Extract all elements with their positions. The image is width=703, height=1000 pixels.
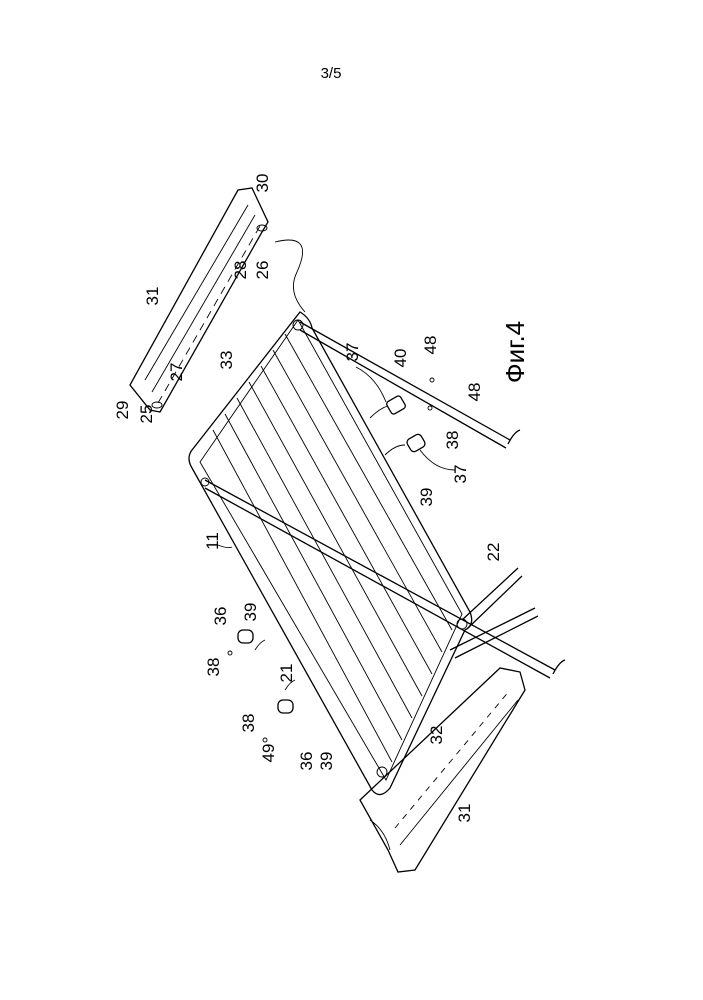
label-27: 27 — [167, 363, 186, 382]
label-26: 26 — [253, 261, 272, 280]
label-36-a: 36 — [211, 607, 230, 626]
label-28: 28 — [231, 261, 250, 280]
label-36-b: 36 — [297, 752, 316, 771]
rack-rods — [213, 334, 452, 762]
leader-lines — [218, 240, 455, 850]
label-39-a: 39 — [417, 488, 436, 507]
label-40: 40 — [391, 349, 410, 368]
clips — [228, 378, 434, 742]
label-37-b: 37 — [451, 465, 470, 484]
figure-caption: Фиг.4 — [500, 321, 530, 383]
label-30: 30 — [253, 174, 272, 193]
label-31-upper: 31 — [143, 287, 162, 306]
label-38-a: 38 — [443, 431, 462, 450]
label-21: 21 — [277, 664, 296, 683]
label-48-a: 48 — [421, 336, 440, 355]
label-11: 11 — [203, 532, 222, 550]
reference-numerals: 30 28 26 31 33 27 29 25 37 40 48 48 38 3… — [113, 174, 503, 823]
label-22: 22 — [484, 543, 503, 562]
label-25: 25 — [137, 405, 156, 424]
label-29: 29 — [113, 401, 132, 420]
label-38-b: 38 — [204, 658, 223, 677]
label-39-b: 39 — [241, 603, 260, 622]
label-38-c: 38 — [239, 714, 258, 733]
drying-rack-frame — [189, 312, 472, 795]
label-48-b: 48 — [465, 383, 484, 402]
label-32: 32 — [427, 726, 446, 745]
label-39-c: 39 — [317, 752, 336, 771]
label-37-a: 37 — [343, 343, 362, 362]
label-31-lower: 31 — [455, 804, 474, 823]
label-49: 49 — [259, 744, 278, 763]
lower-handle — [360, 668, 525, 872]
page-number: 3/5 — [321, 65, 342, 82]
label-33: 33 — [217, 351, 236, 370]
